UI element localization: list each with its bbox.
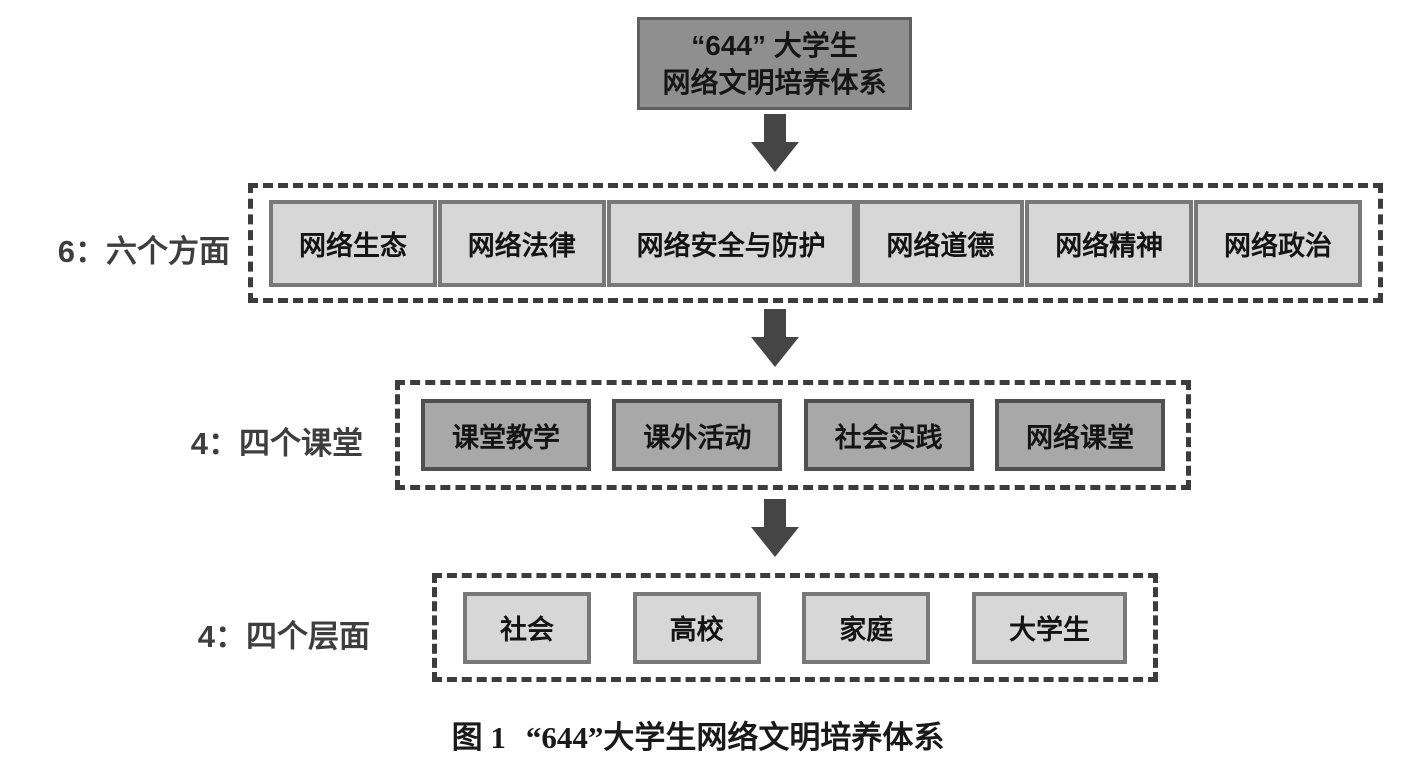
tier2-label: 4：四个课堂 — [190, 426, 363, 461]
node-network-law: 网络法律 — [437, 199, 606, 287]
figure-caption-title: “644”大学生网络文明培养体系 — [525, 720, 945, 755]
node-family: 家庭 — [802, 591, 931, 664]
root-node-line2: 网络文明培养体系 — [662, 66, 887, 98]
node-social-practice: 社会实践 — [803, 399, 974, 471]
down-arrow-icon — [751, 499, 799, 557]
tier1-six-aspects-group: 网络生态 网络法律 网络安全与防护 网络道德 网络精神 网络政治 — [248, 183, 1383, 303]
figure-caption: 图 1 “644”大学生网络文明培养体系 — [0, 712, 1396, 757]
node-classroom-teaching: 课堂教学 — [421, 399, 591, 471]
node-online-classroom: 网络课堂 — [994, 399, 1165, 471]
tier2-four-classrooms-group: 课堂教学 课外活动 社会实践 网络课堂 — [395, 380, 1191, 490]
node-network-morality: 网络道德 — [856, 199, 1025, 287]
node-network-spirit: 网络精神 — [1025, 199, 1194, 287]
tier3-four-levels-group: 社会 高校 家庭 大学生 — [432, 573, 1158, 682]
node-university: 高校 — [632, 591, 761, 664]
tier3-label: 4：四个层面 — [197, 619, 370, 654]
node-society: 社会 — [463, 591, 591, 664]
node-extracurricular-activities: 课外活动 — [612, 399, 783, 471]
figure-caption-number: 图 1 — [451, 720, 506, 755]
down-arrow-icon — [751, 309, 799, 367]
down-arrow-icon — [751, 114, 799, 172]
tier1-label: 6：六个方面 — [57, 234, 230, 269]
node-network-politics: 网络政治 — [1193, 199, 1362, 287]
node-network-security: 网络安全与防护 — [606, 199, 856, 287]
node-college-students: 大学生 — [971, 591, 1127, 664]
node-network-ecology: 网络生态 — [269, 199, 437, 287]
root-node-line1: “644” 大学生 — [691, 29, 858, 61]
root-node: “644” 大学生 网络文明培养体系 — [637, 17, 912, 110]
